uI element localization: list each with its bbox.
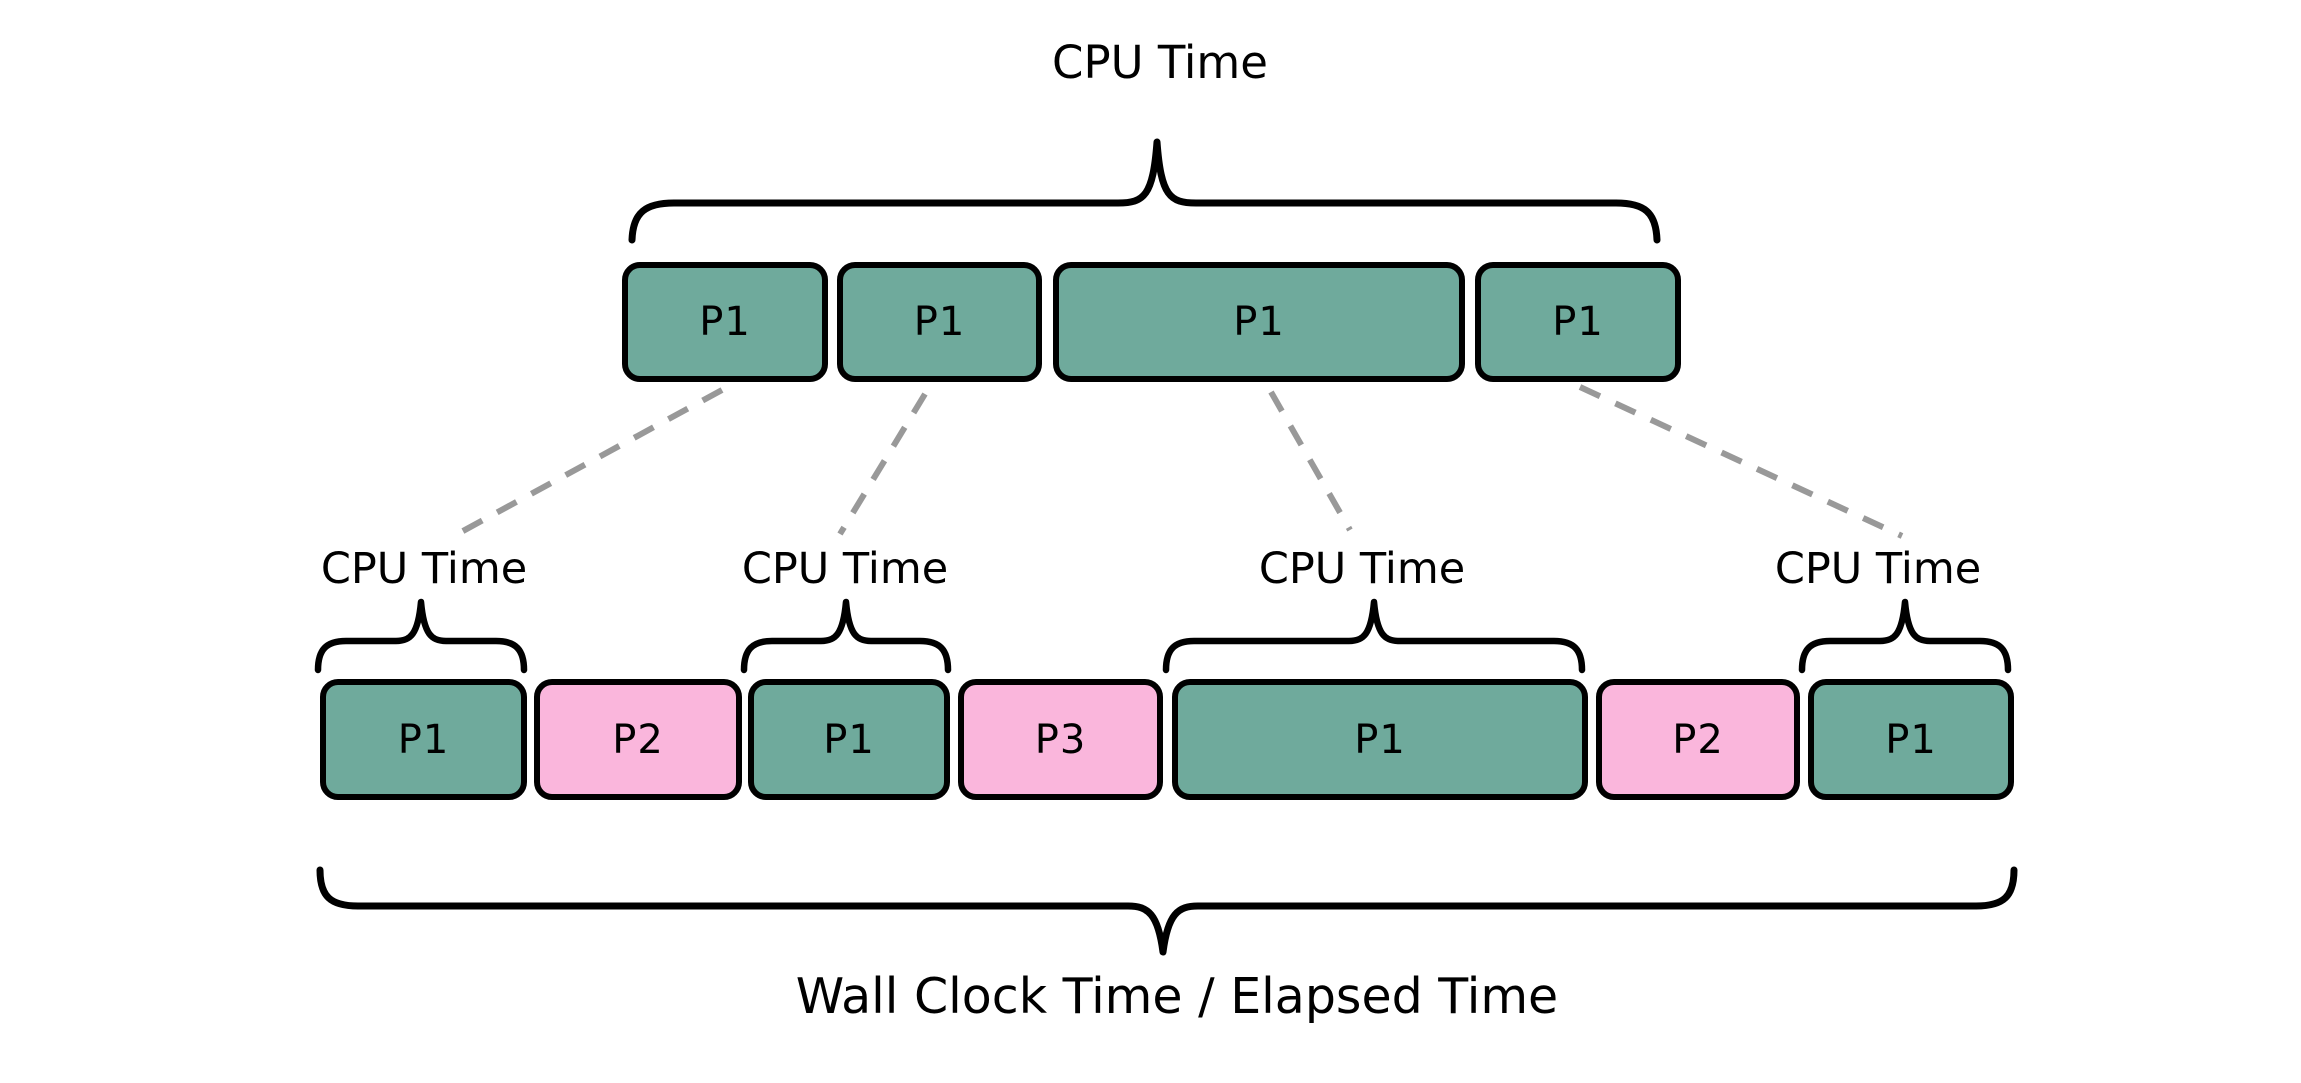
top-cpu-time-brace <box>628 138 1661 244</box>
bottom-cpu-time-brace-4 <box>1798 598 2012 674</box>
dashed-connector-2 <box>837 392 928 536</box>
bottom-cpu-time-label-4: CPU Time <box>1774 544 1982 594</box>
wall-clock-brace <box>316 866 2018 956</box>
bottom-cpu-time-label-3: CPU Time <box>1258 544 1466 594</box>
top-block-p1-1: P1 <box>622 262 828 382</box>
bottom-cpu-time-label-2: CPU Time <box>741 544 949 594</box>
top-block-p1-3: P1 <box>1053 262 1465 382</box>
timeline-block-p1-4: P1 <box>1808 679 2014 800</box>
timeline-block-p2-2: P2 <box>1596 679 1800 800</box>
bottom-cpu-time-label-1: CPU Time <box>320 544 528 594</box>
top-cpu-time-label: CPU Time <box>1052 36 1268 89</box>
timeline-block-p1-1: P1 <box>320 679 527 800</box>
dashed-connector-4 <box>1578 384 1904 539</box>
dashed-connector-3 <box>1268 390 1353 532</box>
dashed-connectors <box>450 384 1904 540</box>
timeline-block-p1-3: P1 <box>1172 679 1588 800</box>
bottom-cpu-time-brace-2 <box>740 598 952 674</box>
timeline-block-p3-1: P3 <box>958 679 1163 800</box>
timeline-block-p1-2: P1 <box>748 679 950 800</box>
top-block-p1-4: P1 <box>1475 262 1681 382</box>
timeline-block-p2-1: P2 <box>534 679 742 800</box>
top-block-p1-2: P1 <box>837 262 1042 382</box>
bottom-cpu-time-brace-3 <box>1162 598 1586 674</box>
bottom-cpu-time-brace-1 <box>314 598 528 674</box>
wall-clock-time-label: Wall Clock Time / Elapsed Time <box>795 968 1559 1025</box>
dashed-connector-1 <box>450 387 724 540</box>
